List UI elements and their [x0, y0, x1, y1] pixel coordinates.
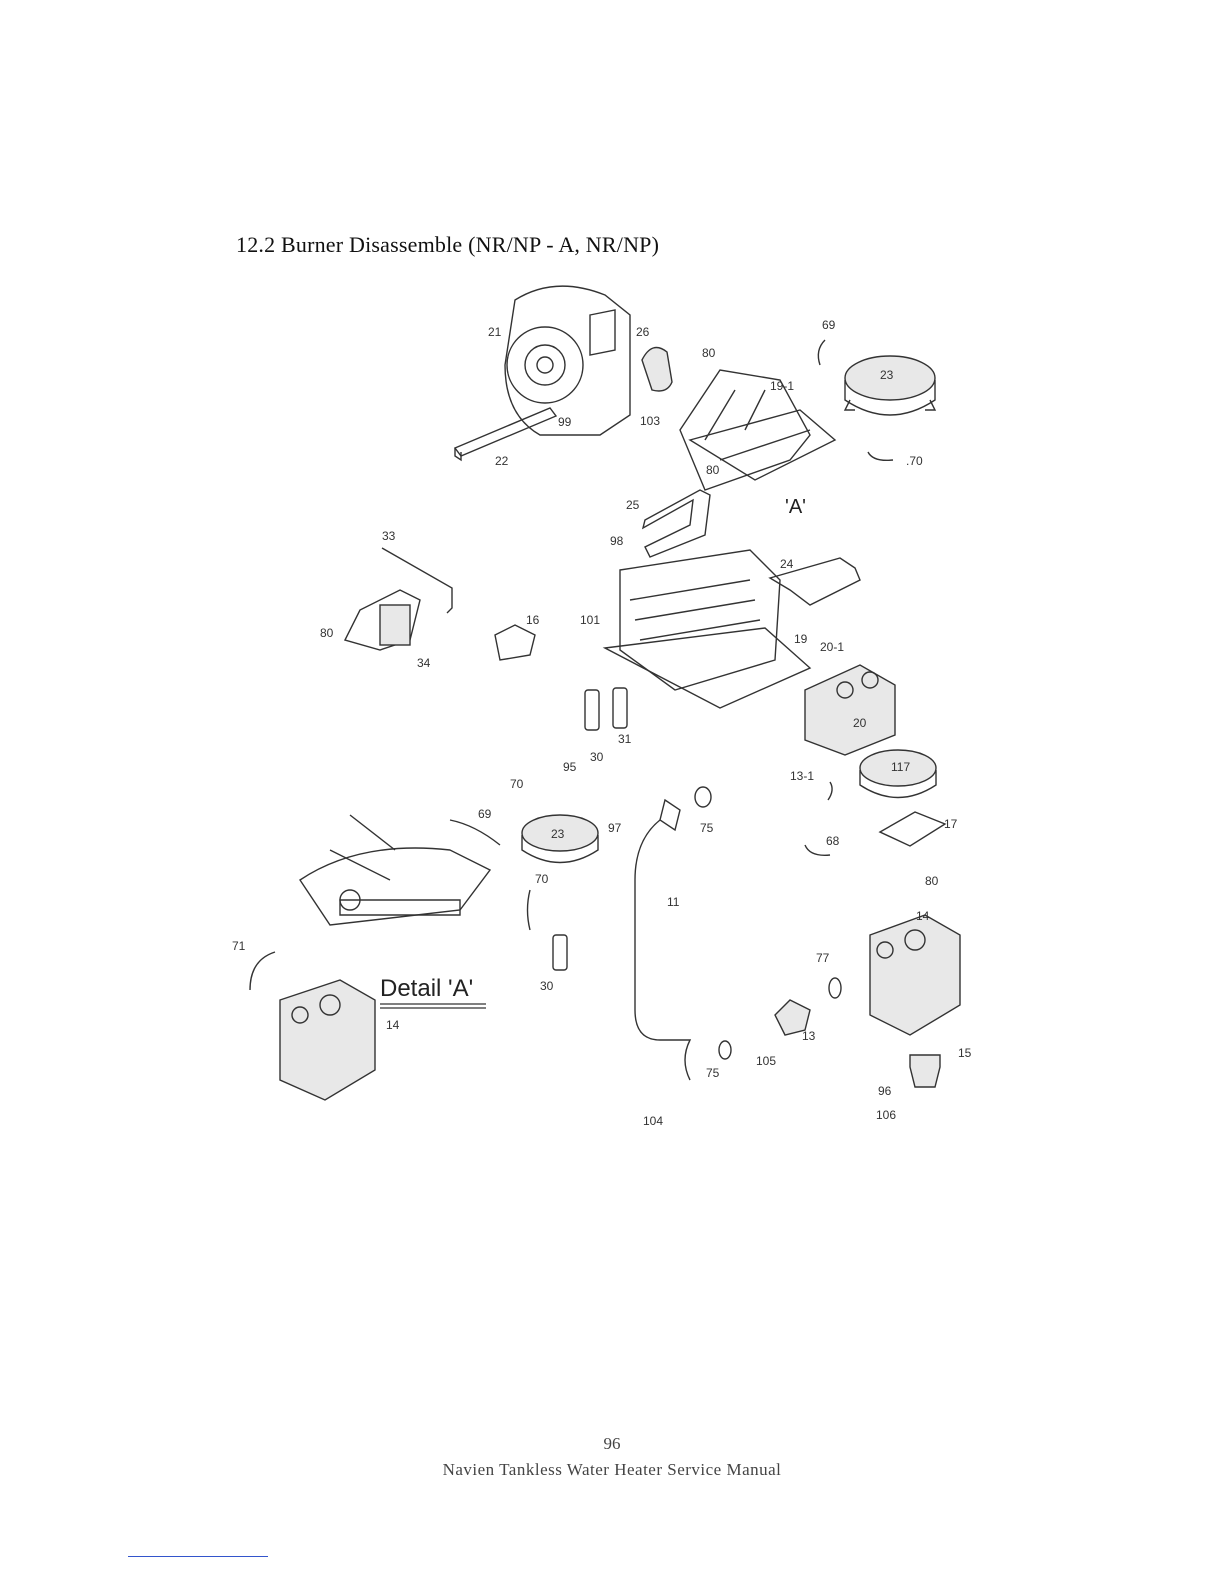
rod-33-part: [382, 548, 452, 613]
filter-cap-part: [642, 348, 672, 392]
label-19: 19: [794, 632, 808, 646]
label-117: 117: [891, 760, 910, 774]
label-99: 99: [558, 415, 572, 429]
detail-a-drawing: [300, 815, 490, 925]
label-11: 11: [667, 895, 680, 909]
label-71: 71: [232, 939, 246, 953]
label-30a: 30: [590, 750, 604, 764]
label-95: 95: [563, 760, 577, 774]
bracket-25-part: [643, 490, 710, 557]
callout-a-label: 'A': [785, 496, 806, 518]
bracket-plate-part: [455, 408, 556, 460]
hose-13-1-part: [828, 782, 832, 800]
o-ring-75-part: [695, 787, 711, 807]
label-98: 98: [610, 534, 624, 548]
label-34: 34: [417, 656, 431, 670]
label-75a: 75: [700, 821, 714, 835]
hose-69b-part: [450, 820, 500, 845]
air-pressure-sensor-part: [845, 356, 935, 415]
cover-17-part: [880, 812, 945, 846]
label-23a: 23: [880, 368, 894, 382]
label-13-1: 13-1: [790, 769, 814, 783]
hose-70-part: [868, 452, 893, 460]
label-70b: 70: [510, 777, 524, 791]
label-80c: 80: [320, 626, 334, 640]
label-97: 97: [608, 821, 622, 835]
manual-title: Navien Tankless Water Heater Service Man…: [0, 1460, 1224, 1480]
gasket-30-part: [585, 690, 599, 730]
label-19-1: 19-1: [770, 379, 794, 393]
label-24: 24: [780, 557, 794, 571]
adapter-15-part: [910, 1055, 940, 1087]
page-number: 96: [0, 1434, 1224, 1454]
ignition-part: [345, 590, 420, 650]
label-104: 104: [643, 1114, 663, 1128]
detail-a-label: Detail 'A': [380, 975, 473, 1002]
label-105a: 105: [756, 1054, 776, 1068]
label-69a: 69: [822, 318, 836, 332]
o-ring-77-part: [829, 978, 841, 998]
label-103: 103: [640, 414, 660, 428]
gas-pipe-11-part: [635, 820, 690, 1080]
label-20-1: 20-1: [820, 640, 844, 654]
label-17: 17: [944, 817, 958, 831]
hose-71-part: [250, 952, 275, 990]
label-26: 26: [636, 325, 650, 339]
gas-valve-14-left-part: [280, 980, 375, 1100]
label-106: 106: [876, 1108, 896, 1122]
label-96: 96: [878, 1084, 892, 1098]
label-14a: 14: [916, 909, 930, 923]
label-30b: 30: [540, 979, 554, 993]
hose-69-part: [818, 340, 825, 365]
label-68: 68: [826, 834, 840, 848]
label-14b: 14: [386, 1018, 400, 1032]
label-15: 15: [958, 1046, 972, 1060]
label-20: 20: [853, 716, 867, 730]
label-13: 13: [802, 1029, 816, 1043]
label-70a: .70: [906, 454, 923, 468]
clip-16-part: [495, 625, 535, 660]
label-33: 33: [382, 529, 396, 543]
gasket-31-part: [613, 688, 627, 728]
label-75b: 75: [706, 1066, 720, 1080]
label-69b: 69: [478, 807, 492, 821]
label-77: 77: [816, 951, 830, 965]
o-ring-75b-part: [719, 1041, 731, 1059]
hose-70c-part: [528, 890, 531, 930]
label-21: 21: [488, 325, 502, 339]
label-31: 31: [618, 732, 632, 746]
label-80a: 80: [702, 346, 716, 360]
label-101: 101: [580, 613, 600, 627]
gas-valve-14-right-part: [870, 915, 960, 1035]
blower-fan-part: [505, 286, 630, 435]
label-25: 25: [626, 498, 640, 512]
label-16: 16: [526, 613, 540, 627]
label-80d: 80: [925, 874, 939, 888]
label-80b: 80: [706, 463, 720, 477]
footnote-rule: [128, 1556, 268, 1557]
gasket-30b-part: [553, 935, 567, 970]
label-23b: 23: [551, 827, 565, 841]
burner-housing-part: [680, 370, 835, 490]
label-22: 22: [495, 454, 509, 468]
label-70c: 70: [535, 872, 549, 886]
burner-body-part: [605, 550, 810, 708]
gas-valve-20-part: [805, 665, 895, 755]
